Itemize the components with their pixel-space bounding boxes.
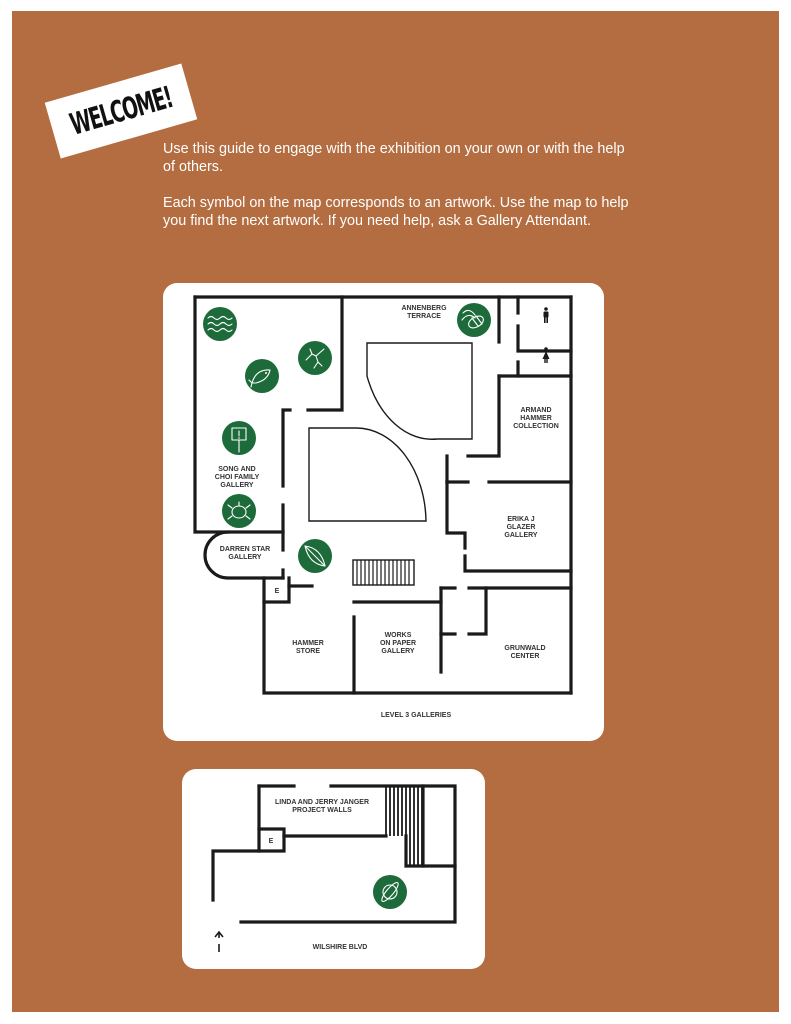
room-label-armand-1: ARMAND [520,407,551,414]
room-label-janger-2: PROJECT WALLS [292,807,352,814]
room-label-annenberg-2: TERRACE [407,313,441,320]
room-label-works-paper-2: ON PAPER [380,640,416,647]
intro-text: Use this guide to engage with the exhibi… [163,140,633,248]
upper-void [366,342,473,440]
room-label-armand-3: COLLECTION [513,423,559,430]
room-label-song-choi-2: CHOI FAMILY [215,474,260,481]
planet-icon[interactable] [373,875,407,909]
intro-paragraph-2: Each symbol on the map corresponds to an… [163,195,629,229]
street-label: WILSHIRE BLVD [313,944,368,951]
room-label-annenberg-1: ANNENBERG [401,305,447,312]
waves-icon[interactable] [203,307,237,341]
room-label-erika-1: ERIKA J [507,516,534,523]
room-label-erika-3: GALLERY [504,532,538,539]
level-3-map-card: ANNENBERG TERRACE ARMAND HAMMER COLLECTI… [163,283,604,741]
room-label-erika-2: GLAZER [507,524,536,531]
walls [211,784,457,924]
room-label-works-paper-1: WORKS [385,632,412,639]
room-label-armand-2: HAMMER [520,415,552,422]
sign-icon[interactable] [222,421,256,455]
stairs [352,559,415,586]
room-label-darren-2: GALLERY [228,554,262,561]
room-label-song-choi-1: SONG AND [218,466,255,473]
level-1-floor-plan: LINDA AND JERRY JANGER PROJECT WALLS E W… [211,784,457,952]
room-label-grunwald-2: CENTER [511,653,540,660]
turtle-icon[interactable] [222,494,256,528]
room-label-elevator: E [275,588,280,595]
room-label-darren-1: DARREN STAR [220,546,270,553]
fish-icon[interactable] [245,359,279,393]
room-label-hammer-store-2: STORE [296,648,320,655]
walls [193,295,573,695]
level-1-map-card: LINDA AND JERRY JANGER PROJECT WALLS E W… [182,769,485,969]
room-label-elevator-level-1: E [269,838,274,845]
bee-icon[interactable] [457,303,491,337]
entrance-arrow-icon [214,930,224,952]
room-label-janger-1: LINDA AND JERRY JANGER [275,799,369,806]
intro-paragraph-1: Use this guide to engage with the exhibi… [163,141,625,175]
hummingbird-icon[interactable] [298,341,332,375]
room-label-song-choi-3: GALLERY [220,482,254,489]
leaf-icon[interactable] [298,539,332,573]
mens-restroom-icon [543,307,549,323]
lower-void [308,427,427,522]
room-label-hammer-store-1: HAMMER [292,640,324,647]
map-caption-level-3: LEVEL 3 GALLERIES [381,712,452,719]
womens-restroom-icon [542,347,550,363]
room-label-grunwald-1: GRUNWALD [504,645,545,652]
stairs [385,786,423,866]
level-3-floor-plan: ANNENBERG TERRACE ARMAND HAMMER COLLECTI… [193,295,573,719]
room-label-works-paper-3: GALLERY [381,648,415,655]
